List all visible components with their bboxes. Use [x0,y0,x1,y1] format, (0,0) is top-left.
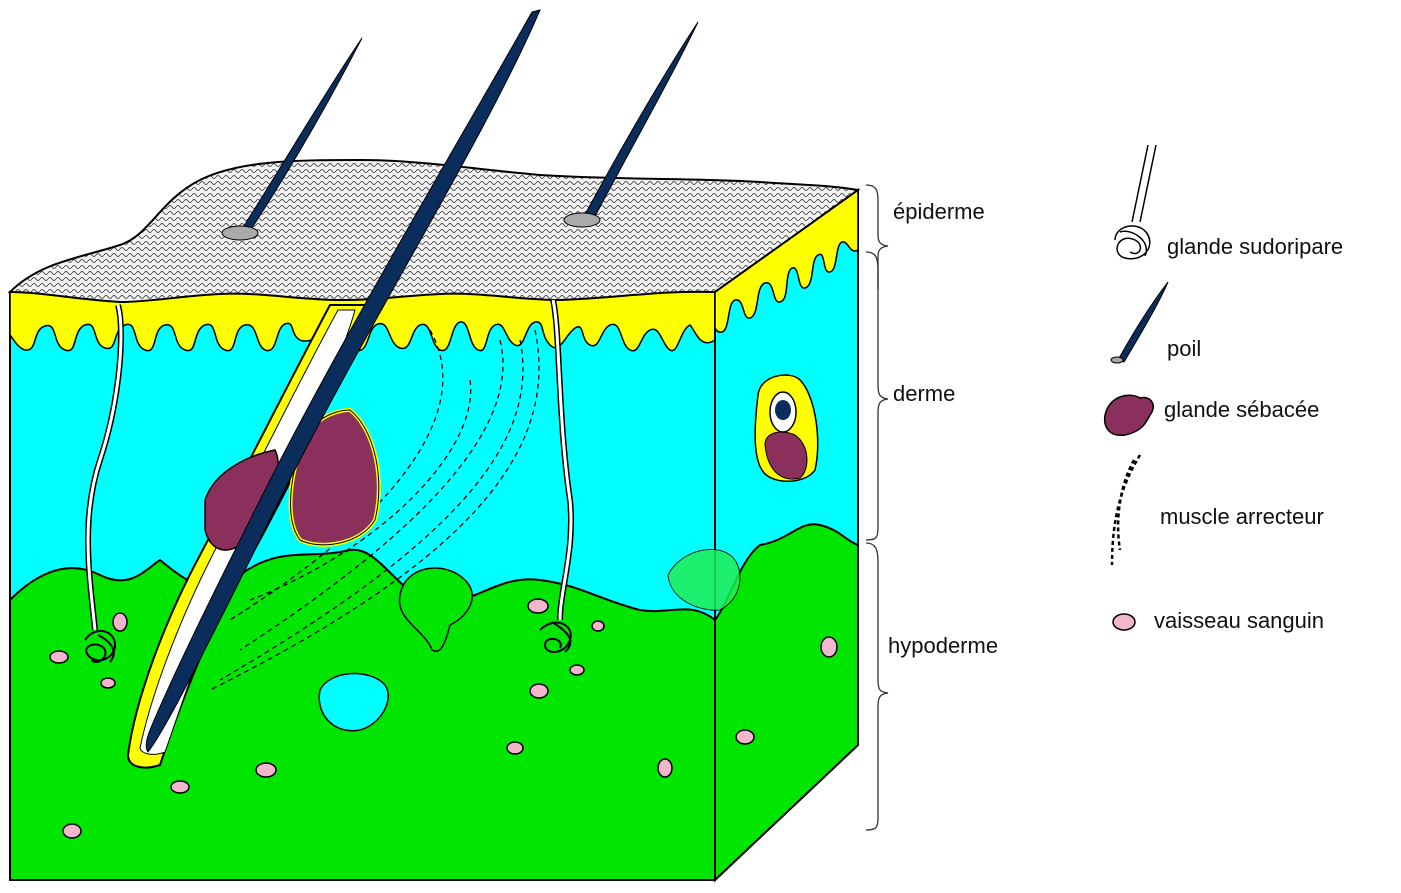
hair-base-left [222,226,258,240]
hair-cross-section [755,375,818,481]
legend-sebaceous-icon [1105,395,1154,435]
label-dermis: derme [893,381,955,406]
legend-vessel-icon [1113,614,1135,630]
hair-base-right [564,213,600,227]
epidermis-surface [10,160,858,302]
legend: glande sudoripare poil glande sébacée mu… [1105,145,1343,633]
label-epidermis: épiderme [893,199,985,224]
legend-sebaceous-label: glande sébacée [1164,397,1319,422]
legend-sweat-gland-label: glande sudoripare [1167,234,1343,259]
legend-vessel-label: vaisseau sanguin [1154,608,1324,633]
legend-hair-icon [1111,282,1168,363]
legend-muscle-label: muscle arrecteur [1160,504,1324,529]
legend-muscle-icon [1112,455,1140,565]
label-hypodermis: hypoderme [888,633,998,658]
legend-sweat-gland-icon [1115,145,1156,259]
layer-braces [866,185,888,830]
legend-hair-label: poil [1167,336,1201,361]
